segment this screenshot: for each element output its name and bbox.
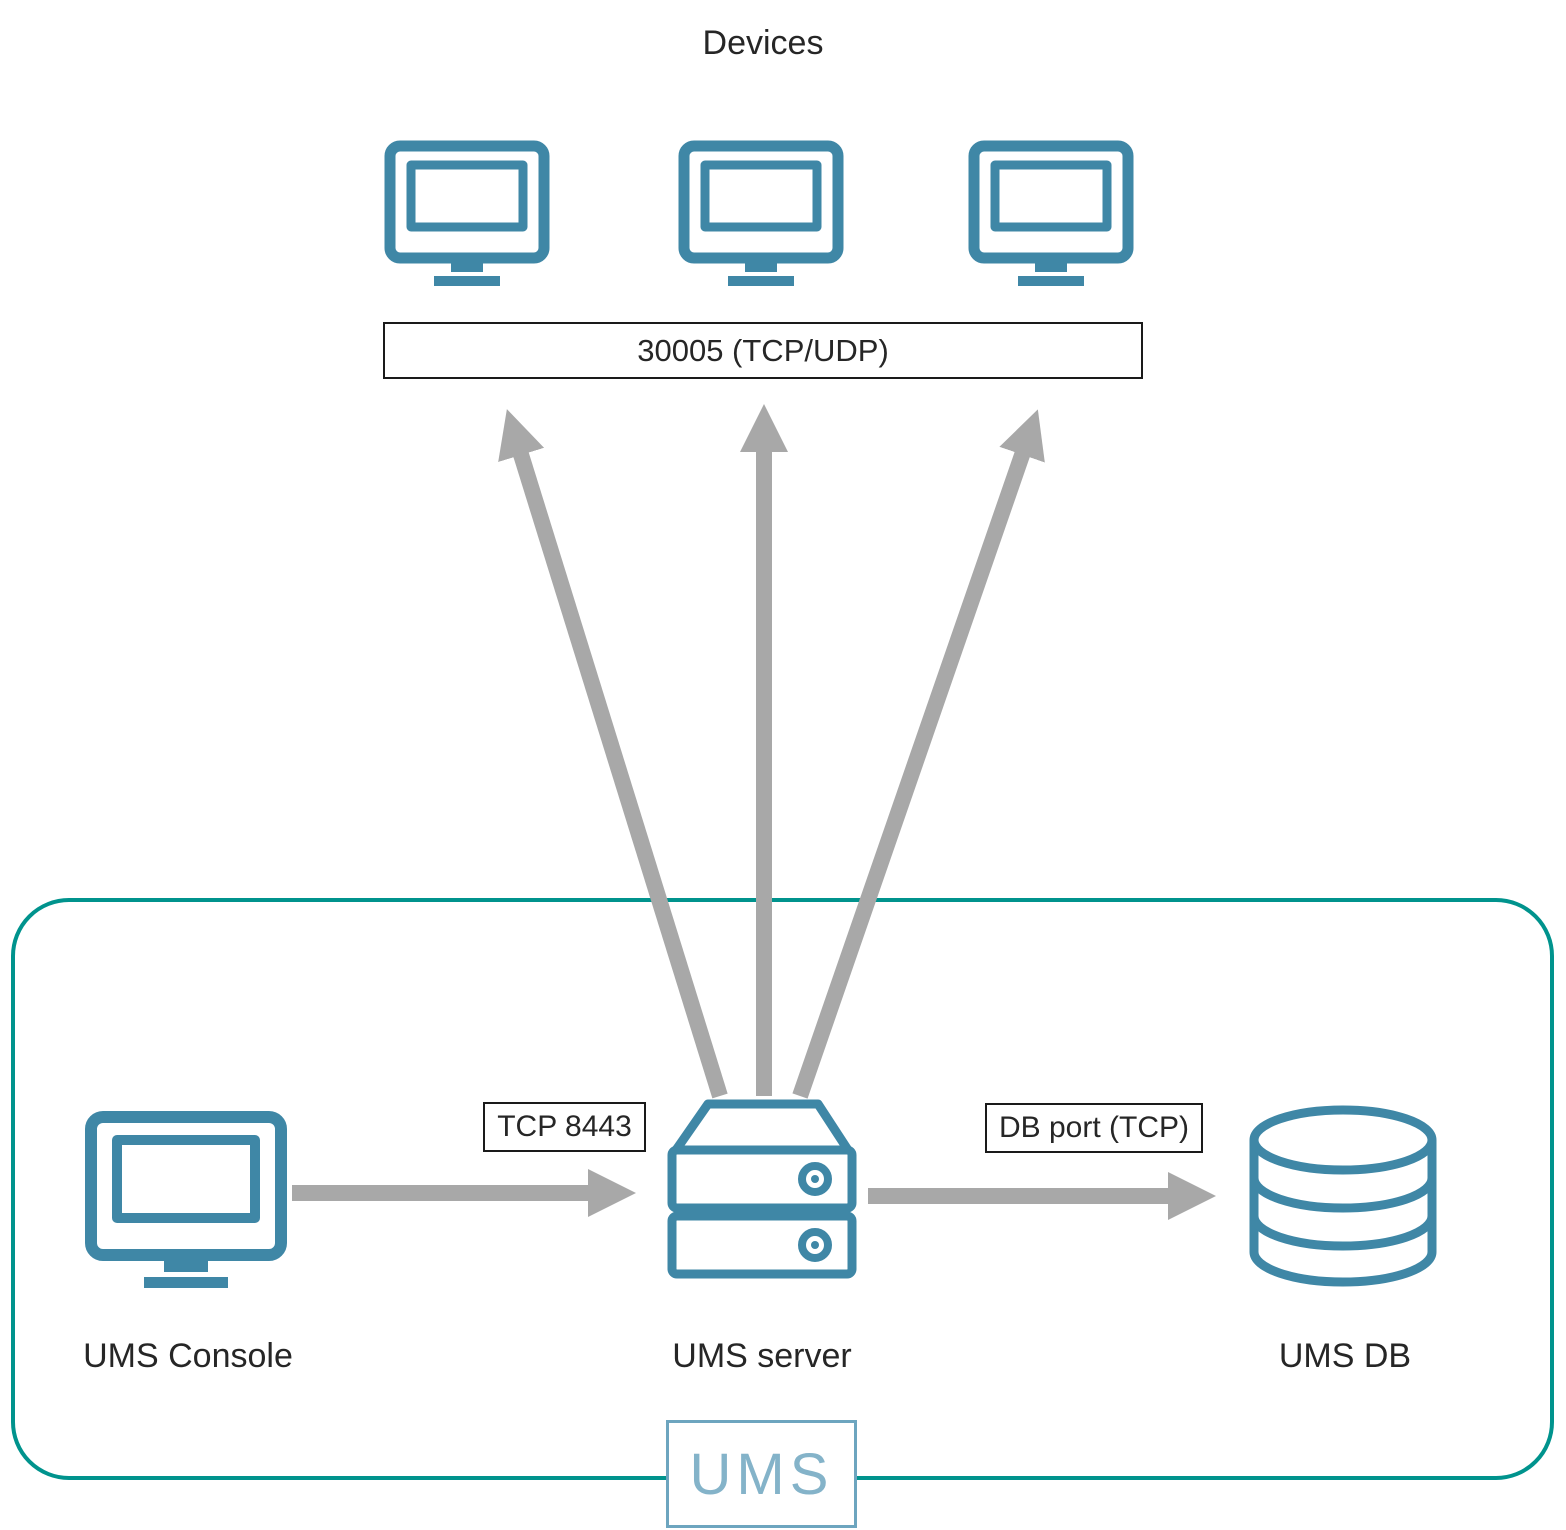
ums-badge-label: UMS xyxy=(689,1441,834,1507)
device-monitor-icon xyxy=(678,140,844,286)
device-monitor-icon xyxy=(968,140,1134,286)
device-monitor-icon xyxy=(384,140,550,286)
server-label: UMS server xyxy=(672,1337,852,1375)
server-to-db-port-label: DB port (TCP) xyxy=(998,1111,1190,1144)
ums-badge: UMS xyxy=(666,1420,857,1528)
up-arrow-left xyxy=(498,409,728,1099)
up-arrow-right xyxy=(792,409,1045,1099)
db-label: UMS DB xyxy=(1278,1337,1412,1375)
database-icon xyxy=(1249,1105,1437,1287)
console-to-server-port-label: TCP 8443 xyxy=(497,1110,632,1143)
server-to-devices-arrows xyxy=(498,404,1045,1099)
diagram-title: Devices xyxy=(702,24,824,62)
devices-port-label: 30005 (TCP/UDP) xyxy=(637,332,889,368)
devices-port-box: 30005 (TCP/UDP) xyxy=(383,322,1143,379)
console-to-server-port-box: TCP 8443 xyxy=(483,1102,646,1152)
console-label: UMS Console xyxy=(83,1337,293,1375)
console-monitor-icon xyxy=(85,1111,287,1288)
server-icon xyxy=(667,1099,857,1279)
server-to-db-port-box: DB port (TCP) xyxy=(985,1103,1203,1153)
